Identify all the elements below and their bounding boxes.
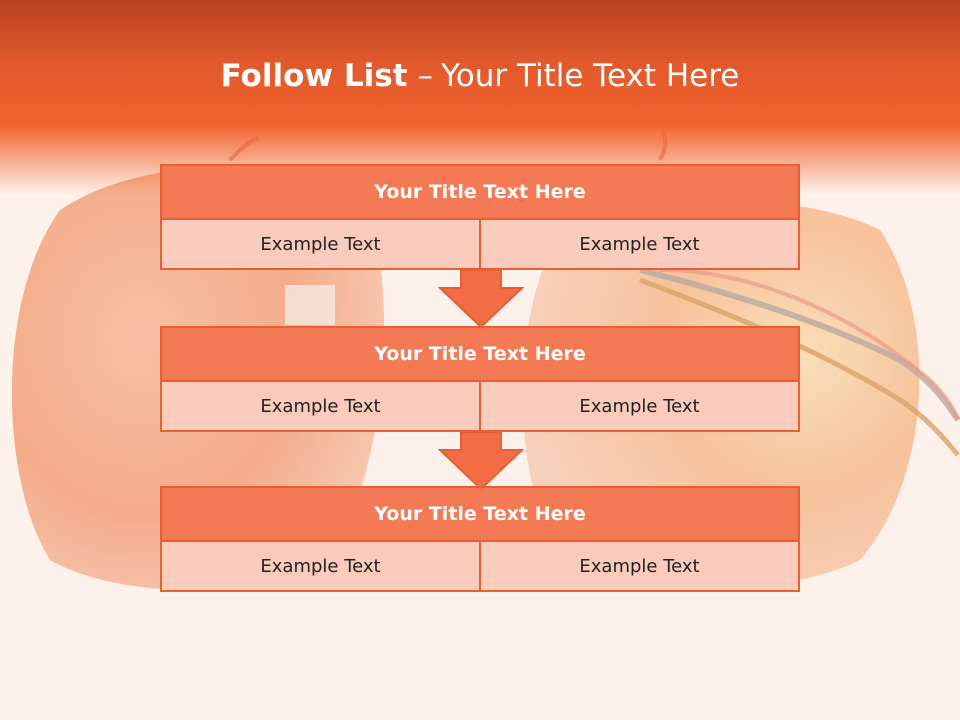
slide-title: Follow List–Your Title Text Here [0, 52, 960, 100]
block-cell-left: Example Text [160, 220, 481, 270]
list-block-2: Your Title Text Here Example Text Exampl… [160, 326, 800, 432]
block-cell-right: Example Text [481, 542, 800, 592]
down-arrow-icon [438, 270, 524, 328]
block-cell-right: Example Text [481, 220, 800, 270]
title-separator: – [417, 58, 433, 94]
block-title: Your Title Text Here [160, 486, 800, 542]
title-bold: Follow List [220, 58, 408, 94]
list-block-3: Your Title Text Here Example Text Exampl… [160, 486, 800, 592]
list-block-1: Your Title Text Here Example Text Exampl… [160, 164, 800, 270]
down-arrow-icon [438, 432, 524, 490]
block-cell-left: Example Text [160, 382, 481, 432]
block-title: Your Title Text Here [160, 326, 800, 382]
block-row: Example Text Example Text [160, 220, 800, 270]
block-cell-right: Example Text [481, 382, 800, 432]
title-rest: Your Title Text Here [440, 58, 740, 94]
block-row: Example Text Example Text [160, 542, 800, 592]
block-cell-left: Example Text [160, 542, 481, 592]
block-row: Example Text Example Text [160, 382, 800, 432]
block-title: Your Title Text Here [160, 164, 800, 220]
